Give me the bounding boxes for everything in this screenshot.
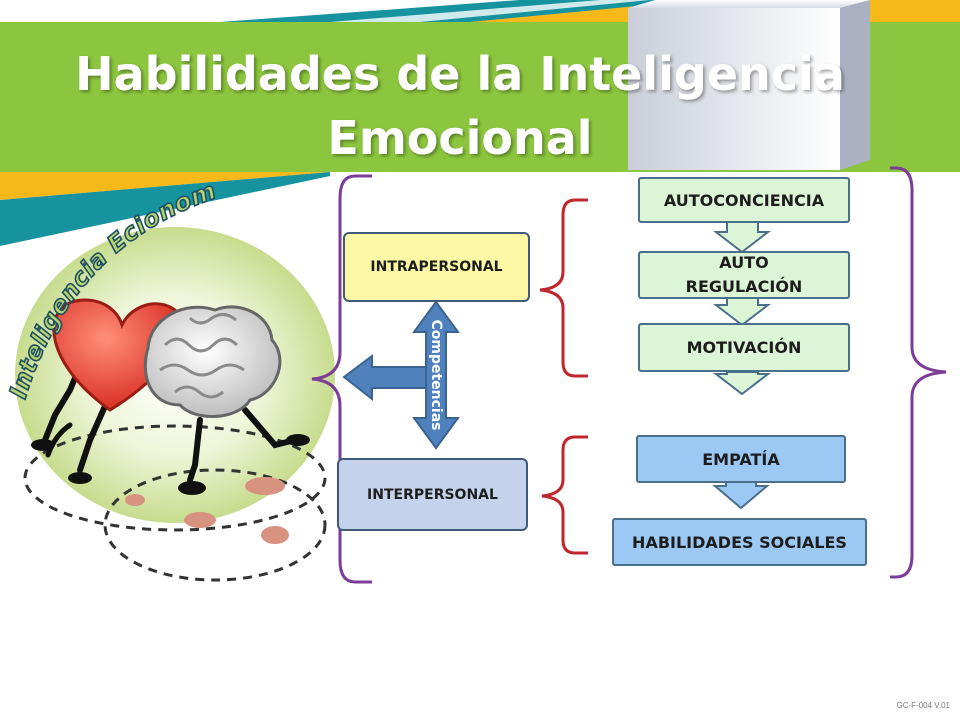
decorative-cube — [628, 0, 870, 170]
title-line-1: Habilidades de la Inteligencia — [75, 47, 845, 101]
left-purple-bracket — [311, 174, 372, 584]
arrow-down-1 — [713, 221, 771, 254]
intrapersonal-box: INTRAPERSONAL — [343, 232, 530, 302]
title-line-2: Emocional — [327, 111, 593, 165]
arrow-down-4 — [712, 481, 770, 510]
footer-code: GC-F-004 V.01 — [896, 701, 950, 710]
inter-red-bracket — [541, 435, 588, 555]
interpersonal-box: INTERPERSONAL — [337, 458, 528, 531]
skill-habilidades-sociales: HABILIDADES SOCIALES — [612, 518, 867, 566]
center-arrow-label: Competencias — [428, 319, 444, 430]
skill-motivacion: MOTIVACIÓN — [638, 323, 850, 372]
left-stripes — [0, 172, 330, 246]
left-arrow — [342, 354, 427, 402]
illustration-heart-brain — [15, 227, 335, 582]
arrow-down-2 — [713, 297, 771, 327]
right-purple-bracket — [890, 166, 947, 579]
vertical-double-arrow — [412, 300, 460, 450]
arrow-down-3 — [713, 371, 771, 396]
intra-red-bracket — [539, 198, 588, 378]
skill-auto-regulacion-label: AUTO REGULACIÓN — [685, 253, 803, 296]
skill-empatia: EMPATÍA — [636, 435, 846, 483]
skill-autoconciencia: AUTOCONCIENCIA — [638, 177, 850, 223]
skill-auto-regulacion: AUTO REGULACIÓN — [638, 251, 850, 299]
